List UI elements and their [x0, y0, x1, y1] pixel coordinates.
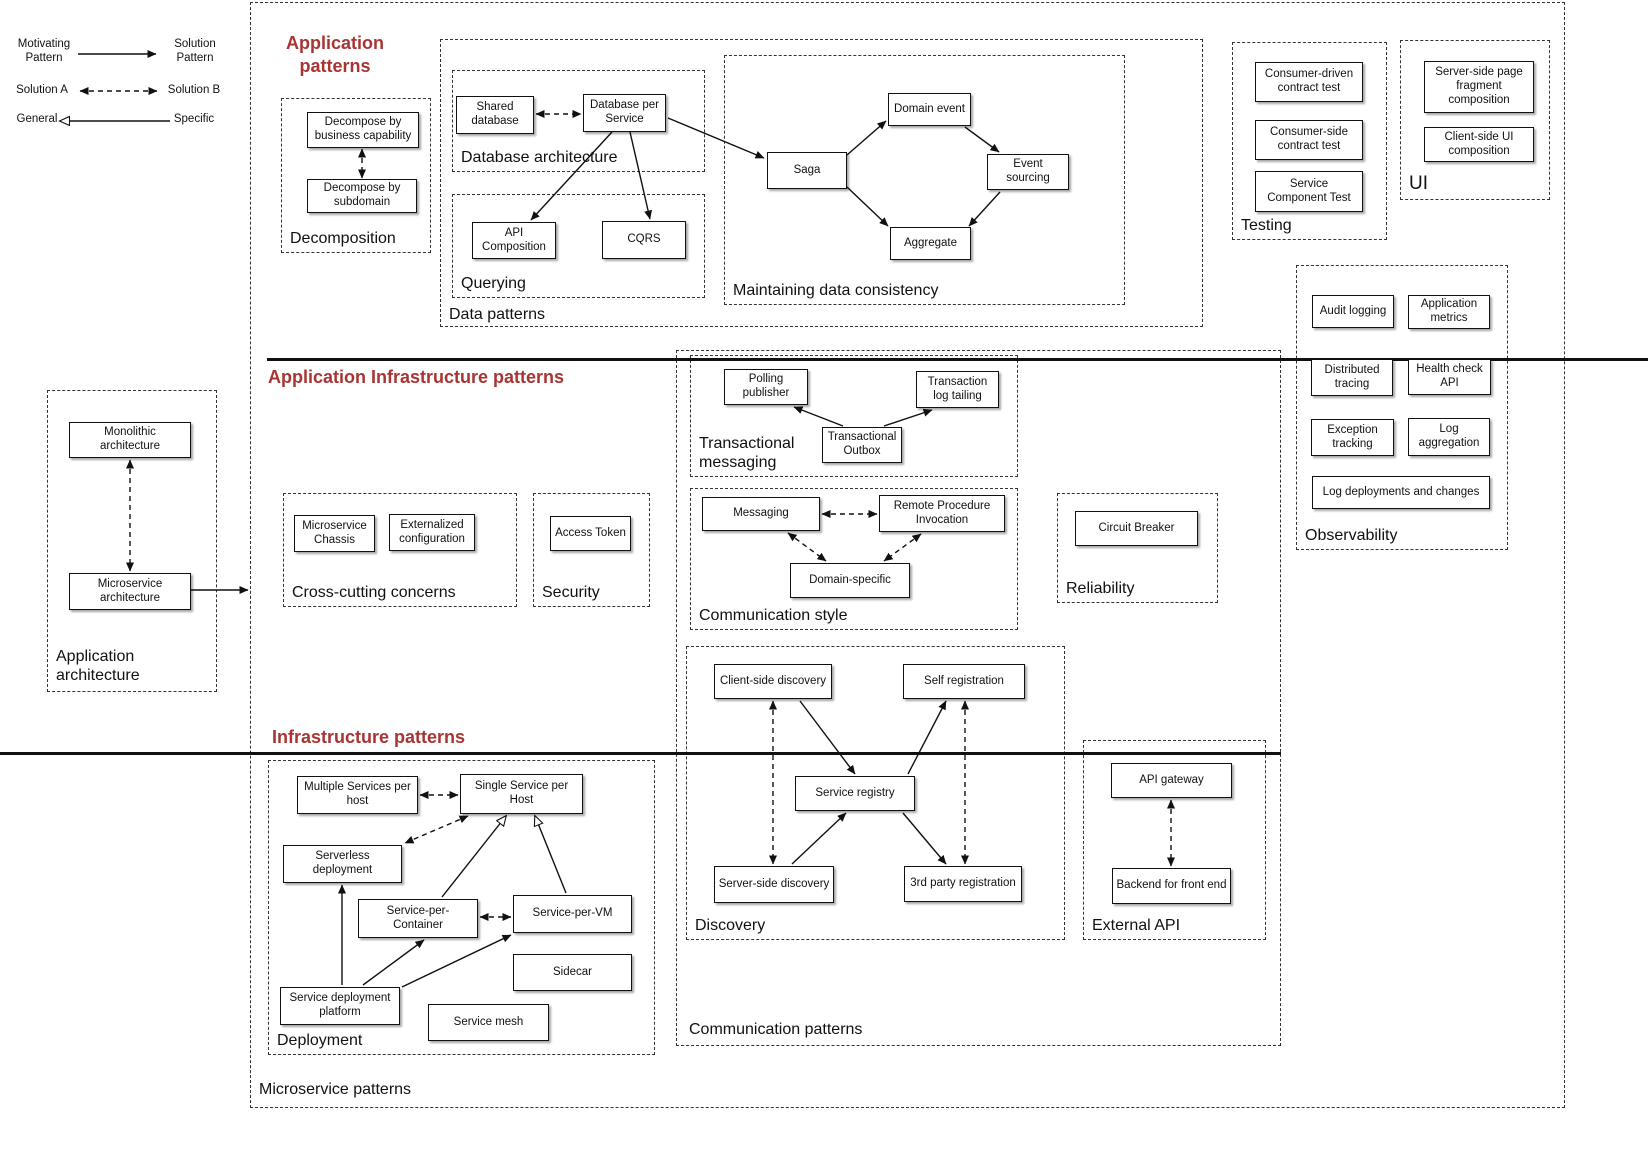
group-cross-cutting-concerns: Cross-cutting concerns: [283, 493, 517, 607]
node-polling-publisher[interactable]: Polling publisher: [724, 369, 808, 405]
group-label-maintaining-data-consistency: Maintaining data consistency: [733, 281, 939, 299]
group-label-discovery: Discovery: [695, 916, 766, 934]
group-communication-patterns: Communication patterns: [676, 350, 1281, 1046]
node-decompose-by-subdomain[interactable]: Decompose by subdomain: [307, 179, 417, 213]
node-messaging[interactable]: Messaging: [702, 497, 820, 531]
group-security: Security: [533, 493, 650, 607]
group-label-observability: Observability: [1305, 526, 1398, 544]
heading-application-patterns: Application patterns: [286, 33, 384, 76]
node-database-per-service[interactable]: Database per Service: [583, 94, 666, 132]
node-event-sourcing[interactable]: Event sourcing: [987, 154, 1069, 190]
group-label-testing: Testing: [1241, 216, 1292, 234]
node-transaction-log-tailing[interactable]: Transaction log tailing: [916, 371, 999, 408]
node-sidecar[interactable]: Sidecar: [513, 954, 632, 991]
node-application-metrics[interactable]: Application metrics: [1408, 295, 1490, 329]
node-service-mesh[interactable]: Service mesh: [428, 1004, 549, 1041]
group-label-cross-cutting-concerns: Cross-cutting concerns: [292, 583, 456, 601]
group-label-communication-patterns: Communication patterns: [689, 1020, 863, 1038]
legend-solution-a: Solution A: [16, 84, 68, 96]
group-application-architecture: Application architecture: [47, 390, 217, 692]
node-api-composition[interactable]: API Composition: [472, 222, 556, 259]
legend-solution-pattern: Solution Pattern: [174, 38, 216, 64]
node-exception-tracking[interactable]: Exception tracking: [1311, 419, 1394, 456]
node-service-component-test[interactable]: Service Component Test: [1255, 171, 1363, 212]
group-observability: Observability: [1296, 265, 1508, 550]
node-aggregate[interactable]: Aggregate: [890, 227, 971, 260]
heading-infrastructure-patterns: Infrastructure patterns: [272, 727, 466, 747]
node-service-per-container[interactable]: Service-per-Container: [358, 899, 478, 938]
node-externalized-configuration[interactable]: Externalized configuration: [389, 514, 475, 551]
group-label-transactional-messaging: Transactional messaging: [699, 435, 795, 471]
node-multiple-services-per-host[interactable]: Multiple Services per host: [297, 776, 418, 814]
node-domain-specific[interactable]: Domain-specific: [790, 563, 910, 598]
node-distributed-tracing[interactable]: Distributed tracing: [1311, 359, 1393, 396]
group-external-api: External API: [1083, 740, 1266, 940]
group-reliability: Reliability: [1057, 493, 1218, 603]
group-label-deployment: Deployment: [277, 1031, 363, 1049]
node-self-registration[interactable]: Self registration: [903, 664, 1025, 699]
legend-solution-b: Solution B: [167, 84, 221, 96]
group-maintaining-data-consistency: Maintaining data consistency: [724, 55, 1125, 305]
node-shared-database[interactable]: Shared database: [456, 96, 534, 134]
node-monolithic-architecture[interactable]: Monolithic architecture: [69, 422, 191, 458]
node-log-deployments-and-changes[interactable]: Log deployments and changes: [1312, 476, 1490, 509]
node-server-side-discovery[interactable]: Server-side discovery: [714, 866, 834, 903]
group-decomposition: Decomposition: [281, 98, 431, 253]
node-health-check-api[interactable]: Health check API: [1408, 359, 1491, 395]
node-audit-logging[interactable]: Audit logging: [1312, 295, 1394, 328]
group-ui: UI: [1400, 40, 1550, 200]
node-backend-for-front-end[interactable]: Backend for front end: [1112, 868, 1231, 904]
node-consumer-side-contract-test[interactable]: Consumer-side contract test: [1255, 120, 1363, 160]
node-saga[interactable]: Saga: [767, 152, 847, 189]
group-label-data-patterns: Data patterns: [449, 305, 546, 323]
group-testing: Testing: [1232, 42, 1387, 240]
node-circuit-breaker[interactable]: Circuit Breaker: [1075, 511, 1198, 546]
group-microservice-patterns: Microservice patterns: [250, 2, 1565, 1108]
node-microservice-architecture[interactable]: Microservice architecture: [69, 573, 191, 610]
node-cqrs[interactable]: CQRS: [602, 221, 686, 259]
node-api-gateway[interactable]: API gateway: [1111, 763, 1232, 798]
group-transactional-messaging: Transactional messaging: [690, 355, 1018, 477]
heading-application-infrastructure-patterns: Application Infrastructure patterns: [268, 367, 565, 387]
group-label-application-architecture: Application architecture: [56, 648, 140, 684]
node-service-registry[interactable]: Service registry: [795, 776, 915, 811]
group-label-external-api: External API: [1092, 916, 1181, 934]
node-log-aggregation[interactable]: Log aggregation: [1408, 418, 1490, 456]
group-label-ui: UI: [1409, 173, 1428, 195]
group-label-security: Security: [542, 583, 600, 601]
node-serverless-deployment[interactable]: Serverless deployment: [283, 845, 402, 883]
legend-specific: Specific: [173, 113, 215, 125]
legend-general: General: [16, 113, 58, 125]
node-transactional-outbox[interactable]: Transactional Outbox: [822, 427, 902, 463]
group-label-microservice-patterns: Microservice patterns: [259, 1080, 412, 1098]
group-deployment: Deployment: [268, 760, 655, 1055]
node-access-token[interactable]: Access Token: [550, 516, 631, 551]
node-decompose-by-business-capability[interactable]: Decompose by business capability: [307, 112, 419, 148]
group-data-patterns: Data patterns: [440, 39, 1203, 327]
group-label-querying: Querying: [461, 274, 526, 292]
group-communication-style: Communication style: [690, 488, 1018, 630]
node-consumer-driven-contract-test[interactable]: Consumer-driven contract test: [1255, 62, 1363, 102]
node-client-side-ui-composition[interactable]: Client-side UI composition: [1424, 127, 1534, 162]
node-client-side-discovery[interactable]: Client-side discovery: [714, 664, 832, 699]
node-microservice-chassis[interactable]: Microservice Chassis: [294, 515, 375, 552]
node-single-service-per-host[interactable]: Single Service per Host: [460, 774, 583, 814]
divider-infrastructure: [0, 752, 1281, 755]
node-domain-event[interactable]: Domain event: [888, 93, 971, 126]
group-label-reliability: Reliability: [1066, 579, 1135, 597]
divider-application-infrastructure: [267, 358, 1648, 361]
node-remote-procedure-invocation[interactable]: Remote Procedure Invocation: [879, 495, 1005, 532]
group-discovery: Discovery: [686, 646, 1065, 940]
group-label-decomposition: Decomposition: [290, 229, 396, 247]
node-service-deployment-platform[interactable]: Service deployment platform: [280, 987, 400, 1025]
group-label-database-architecture: Database architecture: [461, 148, 618, 166]
group-label-communication-style: Communication style: [699, 606, 848, 624]
legend-motivating-pattern: Motivating Pattern: [17, 38, 71, 64]
node-service-per-vm[interactable]: Service-per-VM: [513, 895, 632, 933]
node-server-side-page-fragment-composition[interactable]: Server-side page fragment composition: [1424, 61, 1534, 113]
node-3rd-party-registration[interactable]: 3rd party registration: [904, 866, 1022, 902]
